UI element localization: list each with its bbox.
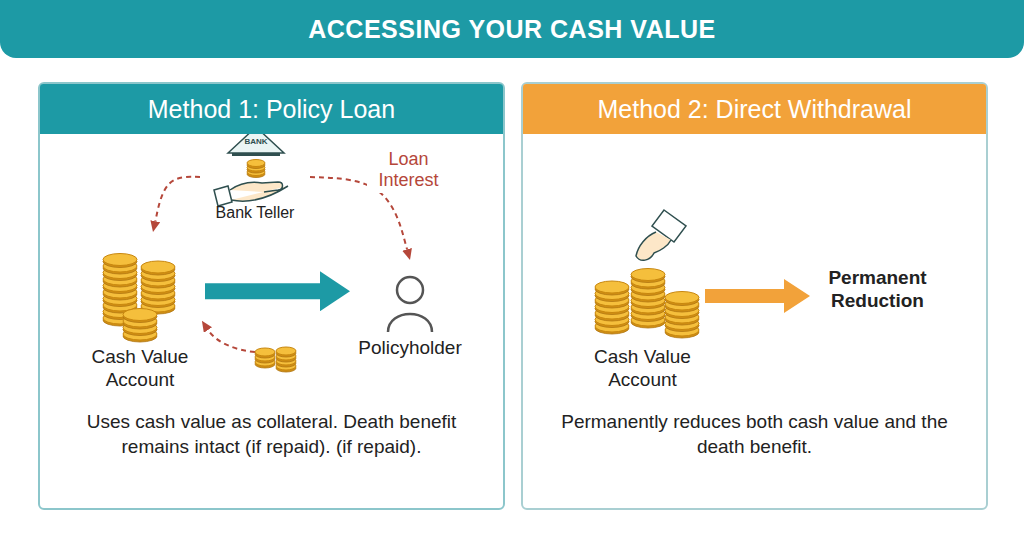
icon-caption: Cash Value Account bbox=[580, 346, 705, 392]
coin bbox=[103, 254, 137, 266]
connector-arrow bbox=[155, 177, 200, 221]
coin bbox=[247, 160, 265, 167]
method-panel: Method 1: Policy LoanUses cash value as … bbox=[38, 82, 505, 510]
person-head bbox=[397, 277, 423, 303]
icon-group: Bank Teller bbox=[200, 122, 310, 222]
icon-group: Policyholder bbox=[350, 260, 470, 360]
panel-body-text: Uses cash value as collateral. Death ben… bbox=[58, 410, 485, 459]
teller-hand bbox=[230, 182, 288, 201]
coin bbox=[631, 269, 665, 281]
connector-arrow bbox=[205, 283, 320, 299]
panel-body-text: Permanently reduces both cash value and … bbox=[541, 410, 968, 459]
coin bbox=[123, 309, 157, 321]
coin bbox=[276, 347, 296, 355]
person-body bbox=[388, 314, 432, 332]
edge-label: Loan Interest bbox=[367, 148, 449, 193]
withdraw-hand bbox=[636, 232, 671, 260]
repayment-arrow bbox=[208, 330, 255, 352]
icon-caption: Bank Teller bbox=[200, 203, 310, 222]
panel-header: Method 1: Policy Loan bbox=[40, 84, 503, 134]
icon-caption: Policyholder bbox=[350, 337, 470, 360]
connector-arrow bbox=[705, 289, 784, 303]
bank-base bbox=[232, 153, 280, 156]
icon-group: Cash Value Account bbox=[580, 232, 705, 392]
coin bbox=[665, 292, 699, 304]
coin bbox=[141, 261, 175, 273]
coin bbox=[595, 281, 629, 293]
icon-group: Cash Value Account bbox=[75, 232, 205, 392]
teller-sleeve bbox=[214, 186, 232, 206]
sign-text: BANK bbox=[236, 138, 276, 146]
icon-caption: Cash Value Account bbox=[75, 346, 205, 392]
result-text: Permanent Reduction bbox=[810, 267, 945, 313]
method-panel: Method 2: Direct WithdrawalPermanently r… bbox=[521, 82, 988, 510]
coin bbox=[255, 348, 275, 356]
title-banner: ACCESSING YOUR CASH VALUE bbox=[0, 0, 1024, 58]
result-label: Permanent Reduction bbox=[810, 262, 945, 318]
panel-header: Method 2: Direct Withdrawal bbox=[523, 84, 986, 134]
